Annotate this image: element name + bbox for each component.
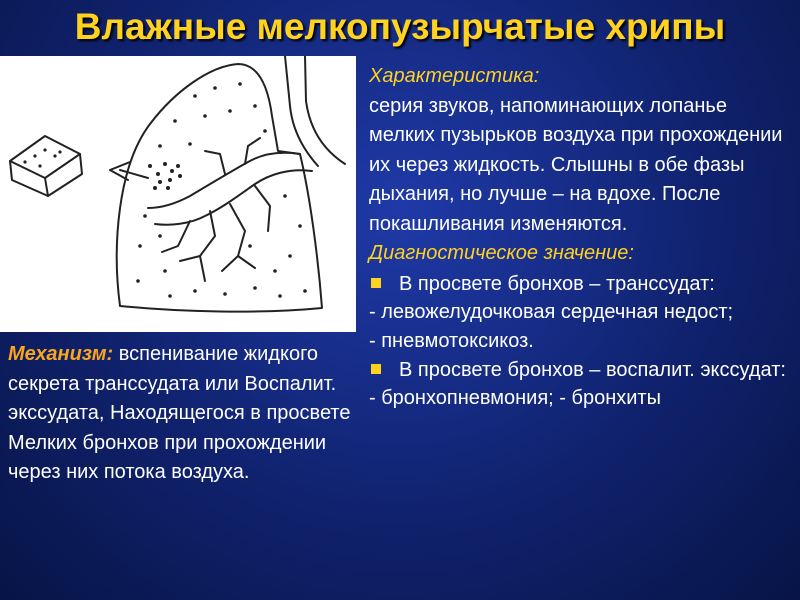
lung-diagram-svg (9, 56, 346, 313)
diagnostic-item: - пневмотоксикоз. (369, 329, 534, 352)
diagnostic-label: Диагностическое значение: (369, 242, 634, 264)
diagnostic-item: - бронхопневмония; - бронхиты (369, 386, 661, 409)
characteristic-text: серия звуков, напоминающих лопанье мелки… (369, 94, 783, 235)
lung-illustration (0, 56, 356, 332)
characteristics-column: Характеристика: серия звуков, напоминающ… (369, 62, 794, 415)
square-bullet-icon (371, 277, 381, 288)
mechanism-label: Механизм: (8, 343, 114, 365)
characteristic-label: Характеристика: (369, 65, 540, 87)
diagnostic-item: - левожелудочковая сердечная недост; (369, 300, 734, 323)
mechanism-block: Механизм: вспенивание жидкого секрета тр… (8, 340, 353, 488)
bullet-text: В просвете бронхов – транссудат: (399, 272, 715, 295)
bullet-text: В просвете бронхов – воспалит. экссудат: (399, 358, 786, 381)
mechanism-text: вспенивание жидкого секрета транссудата … (8, 343, 351, 483)
slide-title: Влажные мелкопузырчатые хрипы (74, 6, 726, 47)
square-bullet-icon (371, 363, 381, 374)
diagnostic-bullet-exudate: В просвете бронхов – воспалит. экссудат: (369, 358, 794, 382)
diagnostic-bullet-transudate: В просвете бронхов – транссудат: (369, 272, 794, 296)
